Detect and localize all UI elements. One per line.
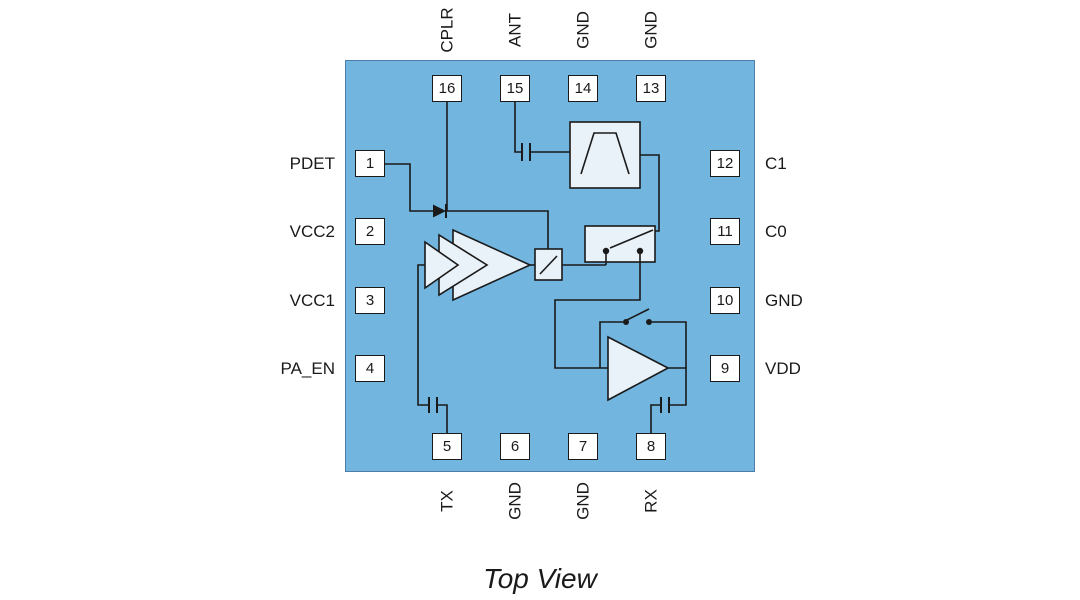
- pin-pad-5: 5: [432, 433, 462, 460]
- lna-amplifier-icon: [607, 335, 670, 402]
- pin-13-label: GND: [641, 11, 661, 49]
- pin-11-label: C0: [765, 222, 787, 241]
- pin-14-label: GND: [573, 11, 593, 49]
- rx-path-wire: [554, 254, 641, 369]
- caption-top-view: Top View: [483, 563, 597, 594]
- antenna-switch-icon: [584, 225, 656, 263]
- bandpass-filter-icon: [569, 121, 641, 189]
- pin-7-label: GND: [573, 482, 593, 520]
- tx-path-wire: [417, 254, 607, 433]
- pin-pad-9: 9: [710, 355, 740, 382]
- pin-4-label: PA_EN: [280, 359, 336, 378]
- pin-pad-10: 10: [710, 287, 740, 314]
- pin-10-label: GND: [765, 291, 803, 310]
- pin-pad-12: 12: [710, 150, 740, 177]
- pin-6-label: GND: [505, 482, 525, 520]
- lna-bypass-switch-icon: [599, 308, 687, 368]
- pin-12-label: C1: [765, 154, 787, 173]
- pin-8-label: RX: [641, 489, 661, 513]
- pin-15-label: ANT: [505, 13, 525, 47]
- pin-pad-3: 3: [355, 287, 385, 314]
- directional-coupler-icon: [534, 248, 563, 281]
- pin-pad-4: 4: [355, 355, 385, 382]
- pin-9-label: VDD: [765, 359, 801, 378]
- pin-pad-6: 6: [500, 433, 530, 460]
- pin-pad-14: 14: [568, 75, 598, 102]
- pa-amplifier-icon: [424, 228, 532, 302]
- pin-16-label: CPLR: [437, 7, 457, 53]
- pin-1-label: PDET: [289, 154, 335, 173]
- filter-to-switch-wire: [640, 154, 660, 232]
- pin-3-label: VCC1: [289, 291, 335, 310]
- rx-output-wire: [650, 367, 687, 433]
- pin-pad-1: 1: [355, 150, 385, 177]
- detector-diode-icon: [433, 204, 447, 218]
- pin-pad-2: 2: [355, 218, 385, 245]
- pin-pad-16: 16: [432, 75, 462, 102]
- pin-5-label: TX: [437, 490, 457, 512]
- pin-pad-11: 11: [710, 218, 740, 245]
- pin-pad-8: 8: [636, 433, 666, 460]
- pin-pad-13: 13: [636, 75, 666, 102]
- pin-pad-7: 7: [568, 433, 598, 460]
- cplr-wire: [446, 100, 549, 249]
- pin-pad-15: 15: [500, 75, 530, 102]
- pin-2-label: VCC2: [289, 222, 335, 241]
- ant-wire: [514, 100, 570, 161]
- pdet-wire: [385, 163, 433, 212]
